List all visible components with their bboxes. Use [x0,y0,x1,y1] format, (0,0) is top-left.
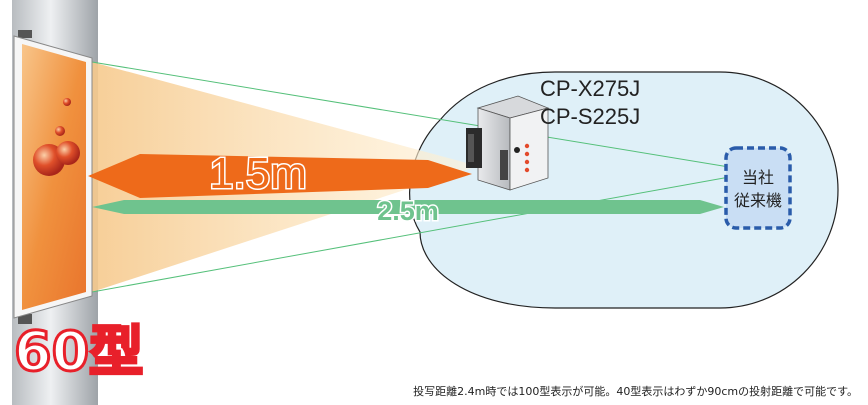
green-line-top [91,61,736,169]
competitor-box: 当社 従来機 [724,146,792,230]
distance-short-label: 1.5m [209,149,307,198]
model-name-1: CP-X275J [540,76,640,101]
distance-long-label: 2.5m [377,196,439,226]
competitor-label-line2: 従来機 [734,191,782,210]
model-name-2: CP-S225J [540,104,640,129]
competitor-label-line1: 当社 [742,168,774,187]
green-line-bottom [91,175,736,293]
screen-size-label: 60型 [14,320,143,383]
distance-arrow-short [88,154,472,198]
projector [466,95,550,191]
screen [13,30,93,324]
distance-arrow-long [92,200,724,214]
footnote: 投写距離2.4m時では100型表示が可能。40型表示はわずか90cmの投射距離で… [413,385,858,398]
